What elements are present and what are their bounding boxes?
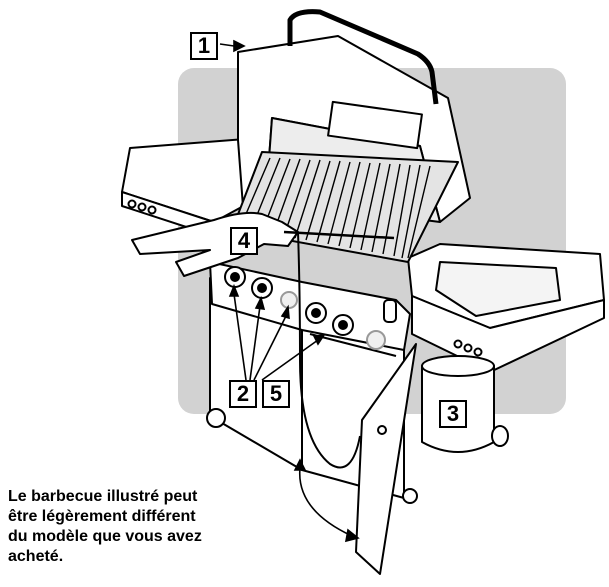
- door-handle: [378, 426, 386, 434]
- disclaimer-caption: Le barbecue illustré peut être légèremen…: [8, 487, 278, 567]
- callout-propane-tank: 3: [439, 400, 467, 428]
- callout-ignition-knob: 5: [262, 380, 290, 408]
- callout-igniter: 4: [230, 227, 258, 255]
- callout-lid: 1: [190, 32, 218, 60]
- caption-line: du modèle que vous avez: [8, 527, 278, 547]
- caption-line: être légèrement différent: [8, 507, 278, 527]
- caption-line: acheté.: [8, 547, 278, 567]
- caption-line: Le barbecue illustré peut: [8, 487, 278, 507]
- callout-burner-knobs: 2: [229, 380, 257, 408]
